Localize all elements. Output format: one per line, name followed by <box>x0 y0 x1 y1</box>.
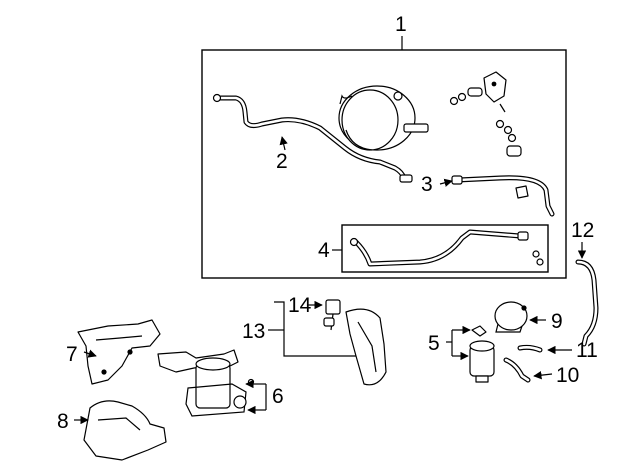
small-fittings <box>449 71 522 157</box>
part-13-bracket <box>268 301 387 386</box>
part-5-canister <box>446 325 495 383</box>
brake-booster <box>338 85 429 151</box>
part-8-cover <box>74 400 167 461</box>
callout-4[interactable]: 4 <box>318 239 330 262</box>
callout-14[interactable]: 14 <box>288 294 312 317</box>
callout-7[interactable]: 7 <box>66 343 78 366</box>
callout-9[interactable]: 9 <box>551 310 563 333</box>
part-4-line-box <box>332 224 549 273</box>
callout-13[interactable]: 13 <box>242 320 265 343</box>
callout-2[interactable]: 2 <box>276 150 288 173</box>
assembly-frame-1 <box>201 36 567 279</box>
part-9-cap <box>494 301 546 333</box>
part-12-hose <box>575 242 599 347</box>
callout-1[interactable]: 1 <box>395 13 407 36</box>
part-3-brake-line <box>439 175 555 217</box>
callout-10[interactable]: 10 <box>556 364 579 387</box>
part-2-brake-line <box>212 93 413 183</box>
callout-12[interactable]: 12 <box>571 219 594 242</box>
part-7-bracket <box>77 319 161 385</box>
callout-3[interactable]: 3 <box>421 173 433 196</box>
part-14-valve <box>308 299 341 331</box>
part-11-hose <box>517 344 572 355</box>
callout-11[interactable]: 11 <box>576 339 598 362</box>
part-6-pump <box>157 349 267 417</box>
callout-5[interactable]: 5 <box>428 332 440 355</box>
callout-6[interactable]: 6 <box>272 385 284 408</box>
part-10-hose <box>503 357 553 383</box>
callout-8[interactable]: 8 <box>57 410 69 433</box>
